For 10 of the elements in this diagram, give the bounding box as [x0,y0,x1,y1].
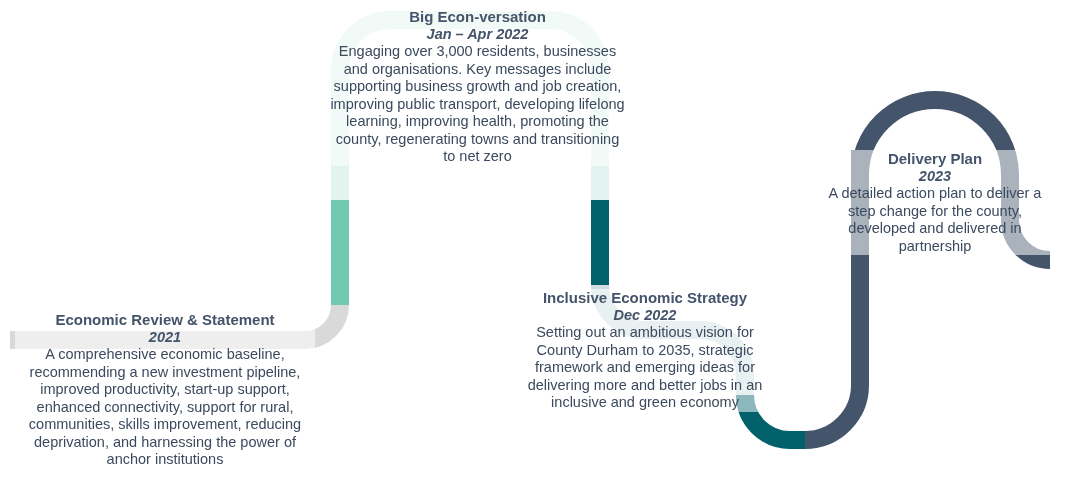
milestone-description: A comprehensive economic baseline, recommending a new investment pipeline, improved productivity, start-up support, enhanced connectivity, support for rural, communities, skills improvement, reducing deprivation, and harnessing the power of anchor institutions [27,346,303,469]
milestone-date: 2023 [917,167,953,185]
milestone-description: Engaging over 3,000 residents, businesses and organisations. Key messages include supporting business growth and job creation, improving public transport, developing lifelong learning, improving health, promoting the county, regenerating towns and transitioning to net zero [330,43,625,166]
milestone-date: Dec 2022 [612,306,678,324]
milestone-title: Economic Review & Statement [54,311,276,329]
milestone-title: Inclusive Economic Strategy [541,289,749,307]
milestone-date: 2021 [147,328,183,346]
milestone-title: Big Econ-versation [408,8,547,26]
milestone-date: Jan – Apr 2022 [425,25,530,43]
milestone-title: Delivery Plan [886,150,984,168]
